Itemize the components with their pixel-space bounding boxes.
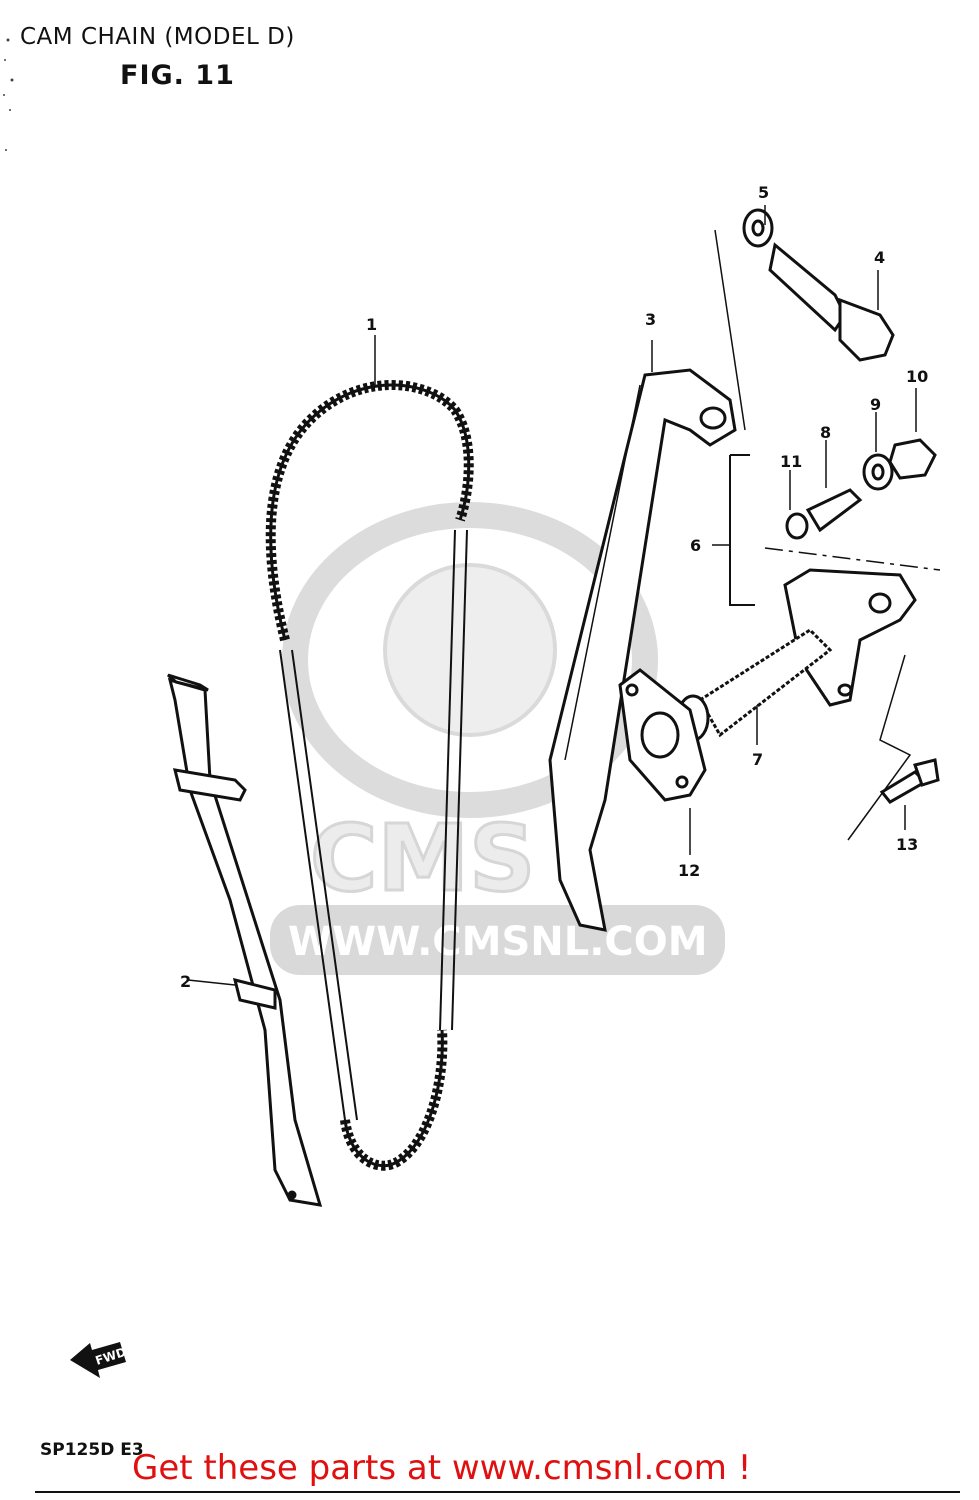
chain-guide — [167, 673, 323, 1207]
tensioner-assembly — [676, 454, 941, 745]
cam-chain — [265, 335, 474, 1171]
callout-9: 9 — [870, 395, 881, 414]
cmsnl-watermark: CMS WWW.CMSNL.COM — [270, 502, 725, 975]
bolt-and-washer — [714, 205, 895, 431]
watermark-url: WWW.CMSNL.COM — [288, 919, 708, 965]
gasket — [618, 668, 707, 855]
callout-7: 7 — [752, 750, 763, 769]
callout-11: 11 — [780, 452, 802, 471]
callout-10: 10 — [906, 367, 928, 386]
callout-8: 8 — [820, 423, 831, 442]
callout-5: 5 — [758, 183, 769, 202]
callout-4: 4 — [874, 248, 885, 267]
callout-2: 2 — [180, 972, 191, 991]
callout-labels: 1 2 3 4 5 6 7 8 9 10 11 12 13 — [180, 183, 928, 991]
tensioner-arm — [548, 340, 737, 932]
tensioner-hardware — [785, 388, 937, 540]
callout-13: 13 — [896, 835, 918, 854]
promo-link[interactable]: Get these parts at www.cmsnl.com ! — [132, 1448, 752, 1488]
scan-specks — [3, 38, 14, 151]
bolt-13 — [847, 654, 940, 841]
callout-1: 1 — [366, 315, 377, 334]
callout-6: 6 — [690, 536, 701, 555]
figure-number: FIG. 11 — [120, 60, 235, 91]
callout-3: 3 — [645, 310, 656, 329]
callout-12: 12 — [678, 861, 700, 880]
watermark-brand: CMS — [310, 805, 535, 912]
model-code: SP125D E3 — [40, 1440, 144, 1460]
forward-direction-arrow: FWD — [70, 1342, 128, 1378]
diagram-title: CAM CHAIN (MODEL D) — [20, 24, 295, 50]
